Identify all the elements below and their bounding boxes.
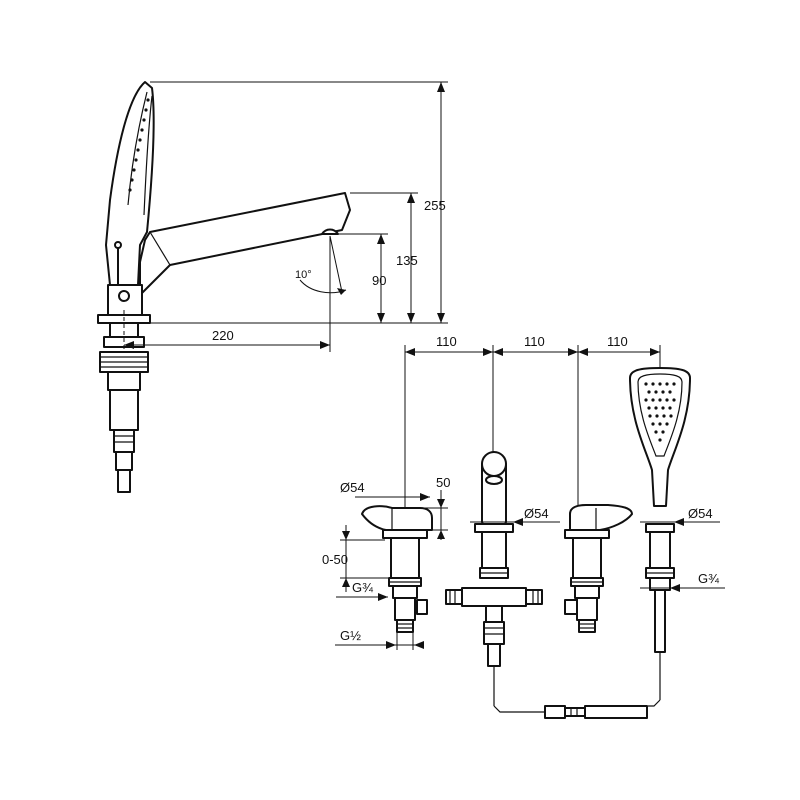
dim-diameter-center: Ø54 [524,506,549,521]
dim-diameter-right: Ø54 [688,506,713,521]
side-base [97,284,151,493]
side-view: 255 135 90 10° 220 [97,81,448,493]
dim-spacing-2: 110 [524,334,545,349]
dim-thread-right: G¾ [698,571,719,586]
dim-total-height: 255 [424,198,446,213]
front-nozzles [644,382,676,442]
dim-angle: 10° [295,269,312,281]
shower-hose [493,652,661,719]
dim-outlet-height: 90 [372,273,386,288]
dim-spacing-1: 110 [436,334,457,349]
side-hand-shower [105,81,155,286]
side-spout [139,192,351,296]
dim-thread-left-upper: G¾ [352,580,373,595]
dim-diameter-left: Ø54 [340,480,365,495]
dim-spout-height: 135 [396,253,418,268]
center-spout [445,451,543,667]
dim-deck-range: 0-50 [322,552,348,567]
left-valve [361,505,433,633]
side-nozzles [128,98,150,192]
dim-spacing-3: 110 [607,334,628,349]
front-hand-shower [629,367,691,653]
dim-reach: 220 [212,328,234,343]
front-view: 110 110 110 Ø54 50 [322,334,725,719]
dim-thread-left-lower: G½ [340,628,361,643]
dim-lever-height: 50 [436,475,450,490]
right-valve [564,504,633,633]
